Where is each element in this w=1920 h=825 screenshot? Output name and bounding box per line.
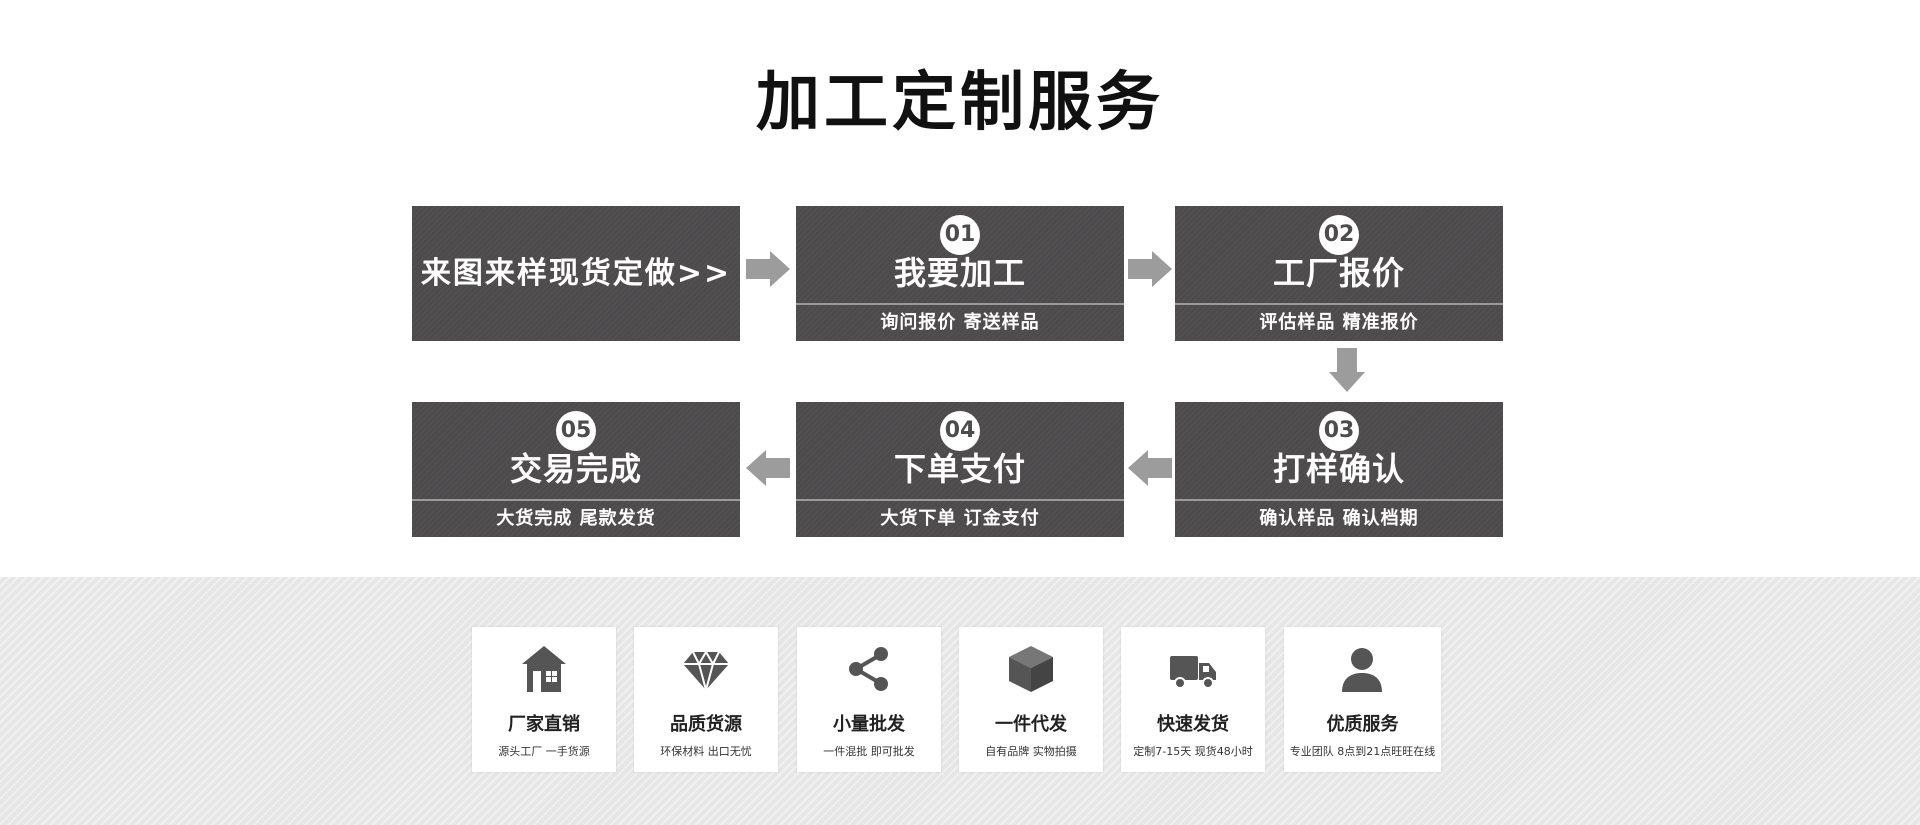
step-title: 下单支付 <box>893 450 1026 488</box>
feature-title: 一件代发 <box>995 714 1067 735</box>
feature-subtitle: 环保材料 出口无忧 <box>660 745 752 758</box>
step-box-5: 05 交易完成 大货完成 尾款发货 <box>412 402 740 537</box>
feature-title: 快速发货 <box>1157 714 1229 735</box>
step-box-1: 01 我要加工 询问报价 寄送样品 <box>796 206 1124 341</box>
step-box-4: 04 下单支付 大货下单 订金支付 <box>796 402 1124 537</box>
arrow-right-icon <box>746 251 790 287</box>
feature-card-direct: 厂家直销 源头工厂 一手货源 <box>472 627 616 772</box>
feature-subtitle: 一件混批 即可批发 <box>823 745 915 758</box>
step-number: 05 <box>556 411 596 451</box>
feature-subtitle: 定制7-15天 现货48小时 <box>1133 745 1253 758</box>
step-box-2: 02 工厂报价 评估样品 精准报价 <box>1175 206 1503 341</box>
step-subtitle: 评估样品 精准报价 <box>1259 312 1419 333</box>
step-subtitle: 确认样品 确认档期 <box>1259 508 1419 529</box>
feature-card-dropship: 一件代发 自有品牌 实物拍摄 <box>959 627 1103 772</box>
page-title: 加工定制服务 <box>756 66 1164 140</box>
feature-card-wholesale: 小量批发 一件混批 即可批发 <box>797 627 941 772</box>
arrow-left-icon <box>1128 450 1172 486</box>
feature-title: 小量批发 <box>833 714 905 735</box>
step-number: 03 <box>1319 411 1359 451</box>
arrow-down-icon <box>1329 348 1365 392</box>
feature-card-service: 优质服务 专业团队 8点到21点旺旺在线 <box>1284 627 1441 772</box>
feature-title: 厂家直销 <box>508 714 580 735</box>
step-number: 01 <box>940 215 980 255</box>
step-number: 04 <box>940 411 980 451</box>
feature-card-quality: 品质货源 环保材料 出口无忧 <box>634 627 778 772</box>
user-icon <box>1342 648 1382 692</box>
diamond-icon <box>683 650 729 694</box>
step-title: 工厂报价 <box>1272 254 1405 292</box>
intro-label: 来图来样现货定做>> <box>420 256 732 291</box>
feature-subtitle: 源头工厂 一手货源 <box>498 745 590 758</box>
step-box-3: 03 打样确认 确认样品 确认档期 <box>1175 402 1503 537</box>
arrow-left-icon <box>746 450 790 486</box>
share-icon <box>849 647 888 691</box>
box-icon <box>1009 646 1053 692</box>
feature-subtitle: 专业团队 8点到21点旺旺在线 <box>1289 745 1436 758</box>
step-title: 打样确认 <box>1272 450 1405 488</box>
feature-card-shipping: 快速发货 定制7-15天 现货48小时 <box>1121 627 1265 772</box>
truck-icon <box>1170 656 1216 689</box>
house-icon <box>522 646 566 692</box>
feature-subtitle: 自有品牌 实物拍摄 <box>985 745 1077 758</box>
feature-title: 品质货源 <box>670 714 742 735</box>
step-title: 交易完成 <box>509 450 642 488</box>
step-subtitle: 大货下单 订金支付 <box>880 508 1040 529</box>
feature-title: 优质服务 <box>1326 714 1399 735</box>
intro-box: 来图来样现货定做>> <box>412 206 740 341</box>
step-number: 02 <box>1319 215 1359 255</box>
step-subtitle: 询问报价 寄送样品 <box>880 312 1040 333</box>
arrow-right-icon <box>1128 251 1172 287</box>
step-subtitle: 大货完成 尾款发货 <box>496 508 656 529</box>
step-title: 我要加工 <box>893 254 1026 292</box>
